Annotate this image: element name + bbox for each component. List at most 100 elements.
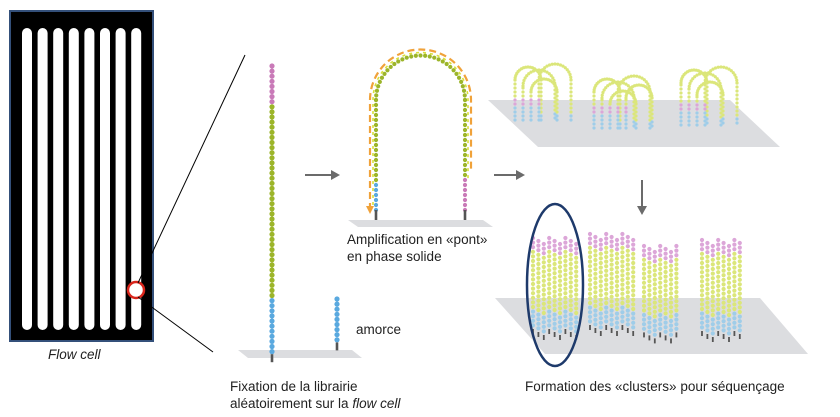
dna-base-dot: [734, 75, 738, 80]
dna-base-dot: [713, 66, 718, 70]
dna-base-dot: [555, 98, 559, 102]
dna-base-dot: [462, 137, 468, 143]
dna-base-dot: [737, 254, 742, 259]
dna-base-dot: [658, 308, 663, 313]
dna-base-dot: [647, 292, 652, 298]
dna-base-dot: [726, 331, 732, 336]
dna-base-dot: [569, 110, 573, 114]
dna-base-dot: [541, 287, 546, 293]
dna-base-dot: [440, 59, 445, 64]
strand-anchor: [733, 331, 736, 336]
dna-base-dot: [652, 277, 657, 282]
dna-base-dot: [557, 260, 563, 265]
strand-anchor: [559, 335, 561, 340]
bridge-strand: [366, 48, 473, 220]
dna-base-dot: [547, 323, 552, 328]
dna-base-dot: [614, 306, 620, 312]
dna-base-dot: [536, 294, 541, 299]
dna-base-dot: [625, 280, 630, 286]
dna-base-dot: [679, 87, 683, 91]
dna-base-dot: [710, 253, 715, 258]
dna-base-dot: [334, 306, 340, 312]
dna-base-dot: [731, 71, 735, 75]
dna-base-dot: [269, 68, 275, 74]
dna-base-dot: [593, 313, 598, 318]
dna-base-dot: [658, 257, 663, 262]
dna-base-dot: [732, 306, 737, 312]
dna-base-dot: [423, 53, 428, 58]
flow-cell-lane: [131, 28, 142, 330]
dna-base-dot: [716, 306, 721, 312]
dna-base-dot: [721, 263, 726, 269]
dna-base-dot: [641, 257, 647, 262]
dna-base-dot: [598, 242, 603, 247]
dna-base-dot: [549, 74, 553, 78]
dna-base-dot: [574, 269, 579, 274]
dna-base-dot: [719, 65, 723, 69]
dna-base-dot: [687, 87, 691, 91]
dna-base-dot: [674, 299, 679, 304]
dna-base-dot: [557, 315, 563, 320]
dna-base-dot: [699, 283, 705, 289]
dna-base-dot: [568, 243, 573, 248]
dna-base-dot: [269, 206, 275, 212]
dna-base-dot: [631, 251, 636, 256]
dna-base-dot: [563, 304, 568, 310]
dna-base-dot: [541, 297, 546, 302]
dna-base-dot: [652, 259, 657, 264]
dna-base-dot: [587, 282, 593, 287]
dna-base-dot: [530, 245, 536, 250]
dna-base-dot: [373, 162, 379, 168]
dna-base-dot: [637, 75, 642, 79]
dna-base-dot: [647, 329, 652, 334]
dna-base-dot: [721, 296, 726, 301]
dna-base-dot: [625, 267, 630, 272]
dna-base-dot: [574, 310, 579, 316]
dna-base-dot: [695, 123, 699, 127]
dna-base-dot: [647, 297, 652, 302]
dna-base-dot: [536, 280, 541, 285]
dna-base-dot: [587, 231, 593, 237]
dna-base-dot: [557, 278, 563, 283]
dna-base-dot: [634, 110, 638, 114]
clusters-panel: [495, 202, 808, 368]
dna-base-dot: [593, 234, 598, 240]
dna-base-dot: [604, 300, 609, 306]
dna-base-dot: [451, 68, 456, 73]
dna-base-dot: [632, 116, 636, 120]
dna-base-dot: [598, 247, 603, 252]
dna-base-dot: [641, 308, 647, 313]
dna-base-dot: [456, 75, 462, 80]
dna-base-dot: [663, 311, 668, 316]
dna-base-dot: [674, 276, 679, 281]
dna-base-dot: [529, 114, 533, 118]
dna-base-dot: [703, 95, 707, 99]
dna-base-dot: [547, 295, 552, 300]
dna-base-dot: [625, 262, 630, 267]
dna-base-dot: [547, 314, 552, 319]
dna-base-dot: [530, 281, 536, 287]
dna-base-dot: [269, 73, 275, 79]
dna-base-dot: [650, 120, 654, 124]
dna-base-dot: [604, 319, 609, 324]
dna-base-dot: [737, 319, 742, 324]
dna-base-dot: [523, 76, 527, 80]
dna-base-dot: [679, 111, 683, 115]
dna-base-dot: [650, 112, 654, 116]
dna-base-dot: [568, 72, 572, 77]
dna-base-dot: [703, 81, 707, 85]
dna-base-dot: [269, 247, 275, 253]
dna-base-dot: [652, 268, 657, 273]
dna-base-dot: [620, 277, 625, 283]
dna-base-dot: [553, 116, 557, 120]
dna-base-dot: [598, 274, 603, 279]
dna-base-dot: [568, 294, 573, 299]
dna-base-dot: [513, 110, 517, 114]
dna-base-dot: [462, 117, 468, 123]
dna-base-dot: [574, 251, 579, 256]
dna-base-dot: [732, 256, 737, 261]
dna-base-dot: [598, 256, 603, 261]
strand-anchor: [701, 331, 703, 336]
new-strand-arrowhead: [366, 206, 374, 214]
dna-base-dot: [687, 115, 691, 119]
